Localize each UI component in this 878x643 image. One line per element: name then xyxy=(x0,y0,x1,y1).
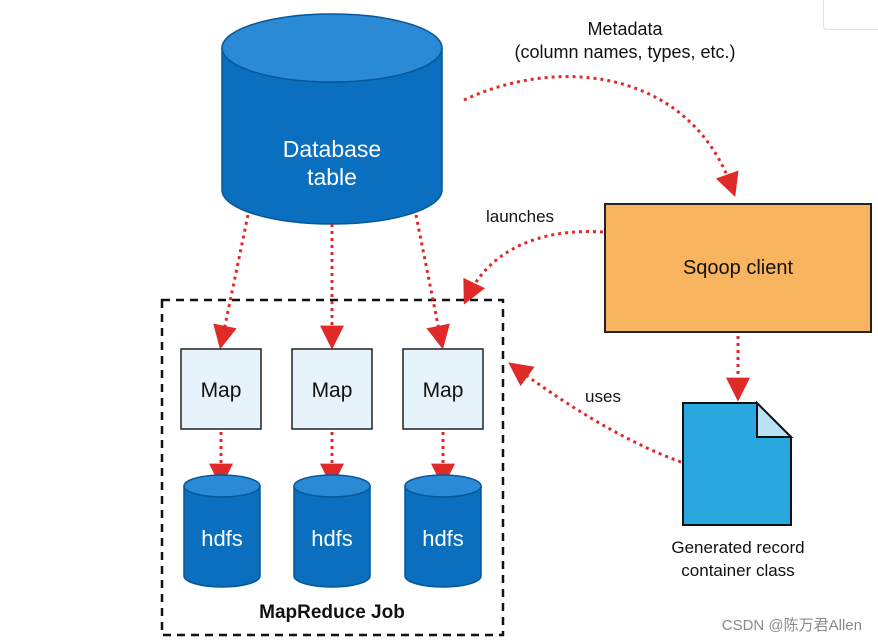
map-label-3: Map xyxy=(423,379,464,402)
sqoop-client-label: Sqoop client xyxy=(683,257,794,279)
mapreduce-job-box xyxy=(160,298,505,637)
metadata-arrow xyxy=(463,75,739,198)
db-to-map3-arrow xyxy=(414,214,450,350)
hdfs-label-3: hdfs xyxy=(422,526,464,551)
hdfs-store-2: hdfs xyxy=(293,474,371,588)
database-table: Database table xyxy=(221,13,443,225)
watermark: CSDN @陈万君Allen xyxy=(722,616,862,634)
map-task-1: Map xyxy=(180,348,262,430)
map-label-2: Map xyxy=(312,379,353,402)
metadata-label-line2: (column names, types, etc.) xyxy=(514,42,735,62)
metadata-label-line1: Metadata xyxy=(587,19,663,39)
mapreduce-job-label: MapReduce Job xyxy=(259,602,405,623)
uses-arrow xyxy=(508,362,682,464)
generated-label-line2: container class xyxy=(681,561,794,580)
map-task-3: Map xyxy=(402,348,484,430)
hdfs-label-1: hdfs xyxy=(201,526,243,551)
uses-label: uses xyxy=(585,387,621,406)
db-to-map1-arrow xyxy=(213,214,250,350)
hdfs-store-3: hdfs xyxy=(404,474,482,588)
launches-label: launches xyxy=(486,207,554,226)
map-task-2: Map xyxy=(291,348,373,430)
corner-tab xyxy=(823,0,878,30)
map-label-1: Map xyxy=(201,379,242,402)
launches-arrow xyxy=(463,230,604,305)
hdfs-label-2: hdfs xyxy=(311,526,353,551)
database-label-line1: Database xyxy=(283,136,381,162)
hdfs-store-1: hdfs xyxy=(183,474,261,588)
sqoop-client-box: Sqoop client xyxy=(604,203,872,333)
generated-label-line1: Generated record xyxy=(671,538,804,557)
database-label-line2: table xyxy=(307,164,357,190)
generated-class-document: Generated record container class xyxy=(671,400,805,580)
